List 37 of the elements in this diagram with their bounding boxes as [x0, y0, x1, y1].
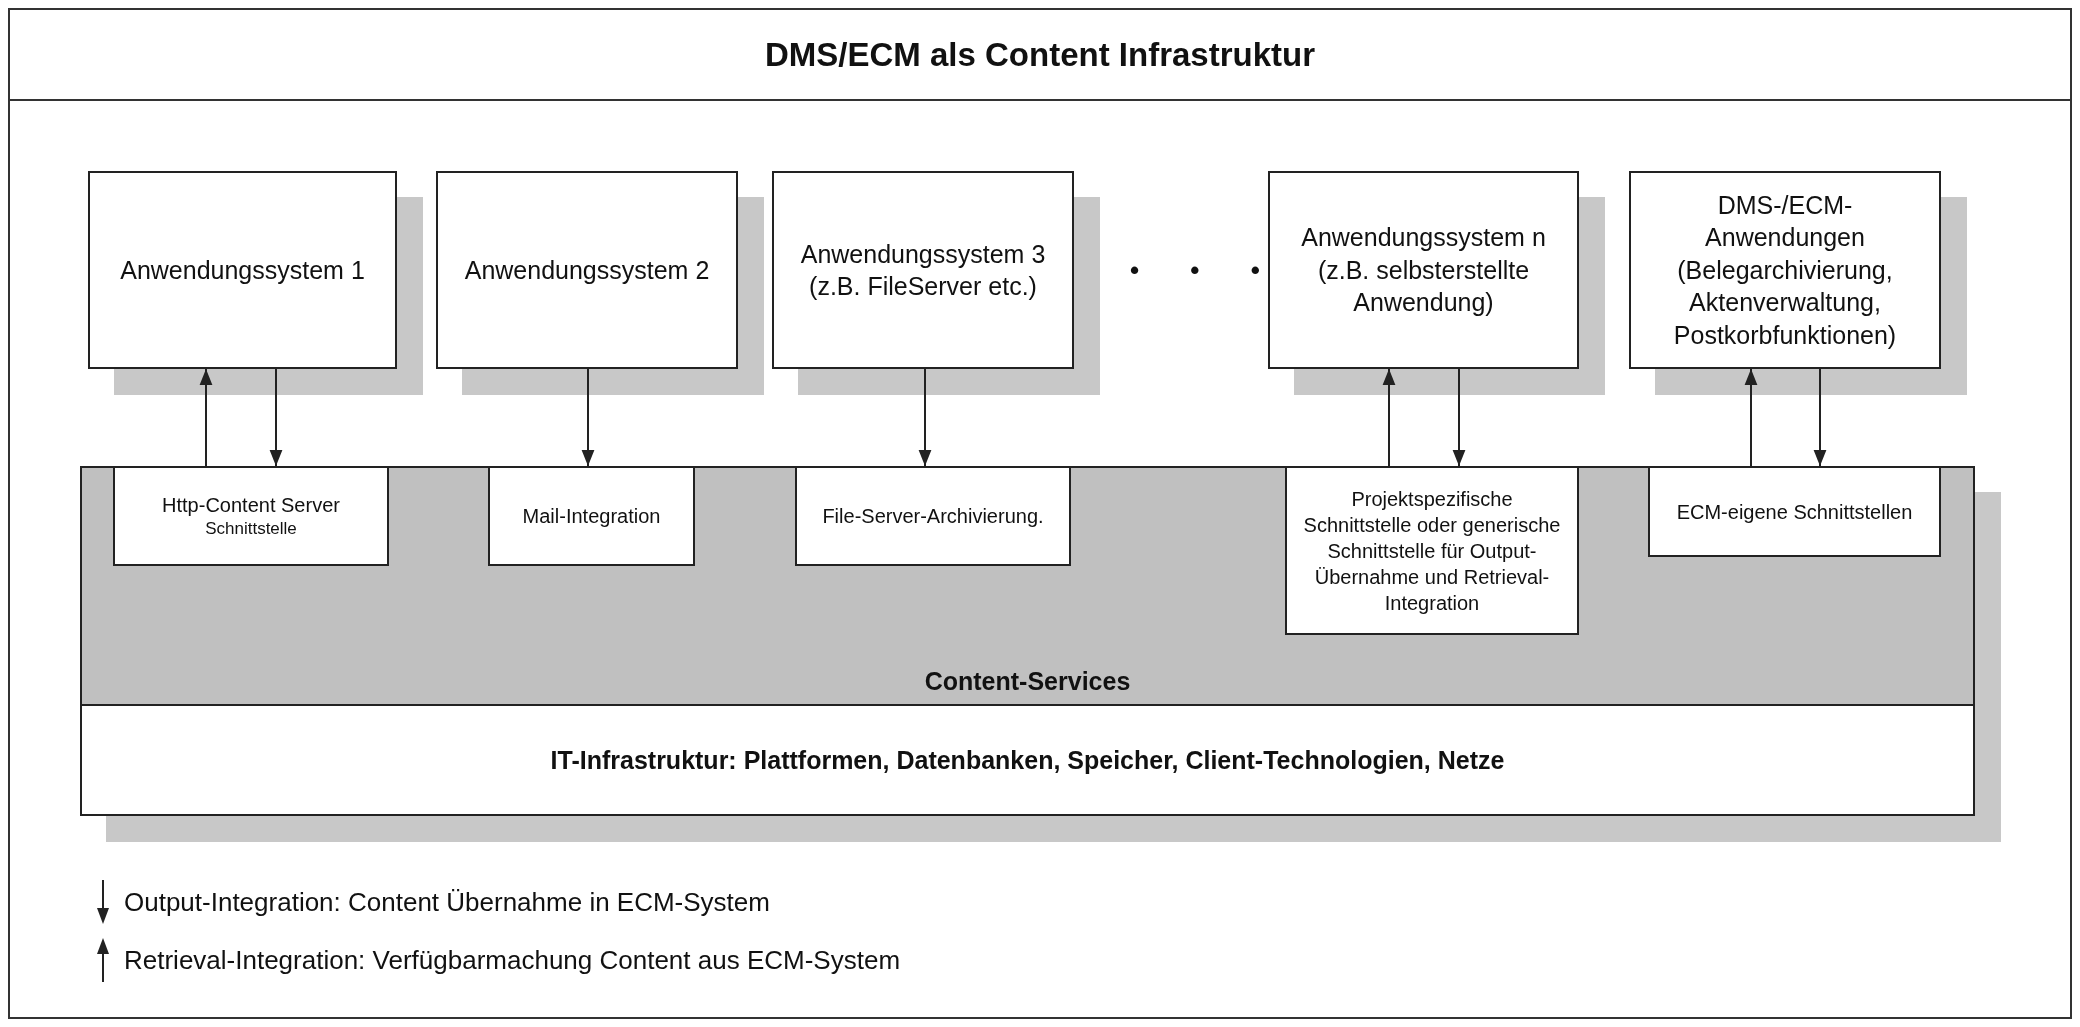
arrow	[199, 368, 213, 467]
arrow	[1744, 368, 1758, 467]
legend-label: Output-Integration: Content Übernahme in ECM-System	[124, 886, 770, 918]
interface-label: File-Server-Archivierung.	[821, 504, 1045, 529]
application-box	[436, 171, 738, 369]
interface-label: Mail-Integration	[521, 504, 662, 529]
system-label: Anwendungssystem 2	[463, 254, 711, 286]
interface-box	[113, 466, 389, 566]
interface-label: Http-Content Server	[161, 492, 341, 518]
arrow	[269, 368, 283, 467]
system-label: Anwendungssystem n (z.B. selbsterstellte Anwendung)	[1300, 222, 1547, 319]
layer-label: Content-Services	[924, 667, 1131, 697]
legend-label: Retrieval-Integration: Verfügbarmachung Content aus ECM-System	[124, 944, 901, 976]
interface-box	[488, 466, 695, 566]
interface-box	[1285, 466, 1579, 635]
application-box	[88, 171, 397, 369]
ellipsis-label: • • •	[1130, 255, 1282, 286]
interface-label: Projektspezifische Schnittstelle oder generische Schnittstelle für Output-Übernahme und Retrieval-Integration	[1302, 486, 1562, 616]
arrow	[581, 368, 595, 467]
arrow	[1813, 368, 1827, 467]
arrow	[918, 368, 932, 467]
interface-box	[1648, 466, 1941, 557]
system-label: Anwendungssystem 1	[119, 254, 366, 286]
interface-box	[795, 466, 1071, 566]
application-box	[1268, 171, 1579, 369]
layer-band	[80, 466, 1975, 704]
system-label: Anwendungssystem 3 (z.B. FileServer etc.)	[799, 238, 1047, 302]
layer-band	[80, 704, 1975, 816]
application-box	[772, 171, 1074, 369]
diagram-title: DMS/ECM als Content Infrastruktur	[764, 35, 1315, 74]
arrow	[1382, 368, 1396, 467]
interface-label: Schnittstelle	[204, 517, 298, 540]
application-box	[1629, 171, 1941, 369]
layer-label: IT-Infrastruktur: Plattformen, Datenbanken, Speicher, Client-Technologien, Netze	[550, 745, 1505, 775]
interface-label: ECM-eigene Schnittstellen	[1675, 499, 1914, 525]
arrow	[1452, 368, 1466, 467]
system-label: DMS-/ECM-Anwendungen (Belegarchivierung, Aktenverwaltung, Postkorbfunktionen)	[1672, 189, 1898, 351]
